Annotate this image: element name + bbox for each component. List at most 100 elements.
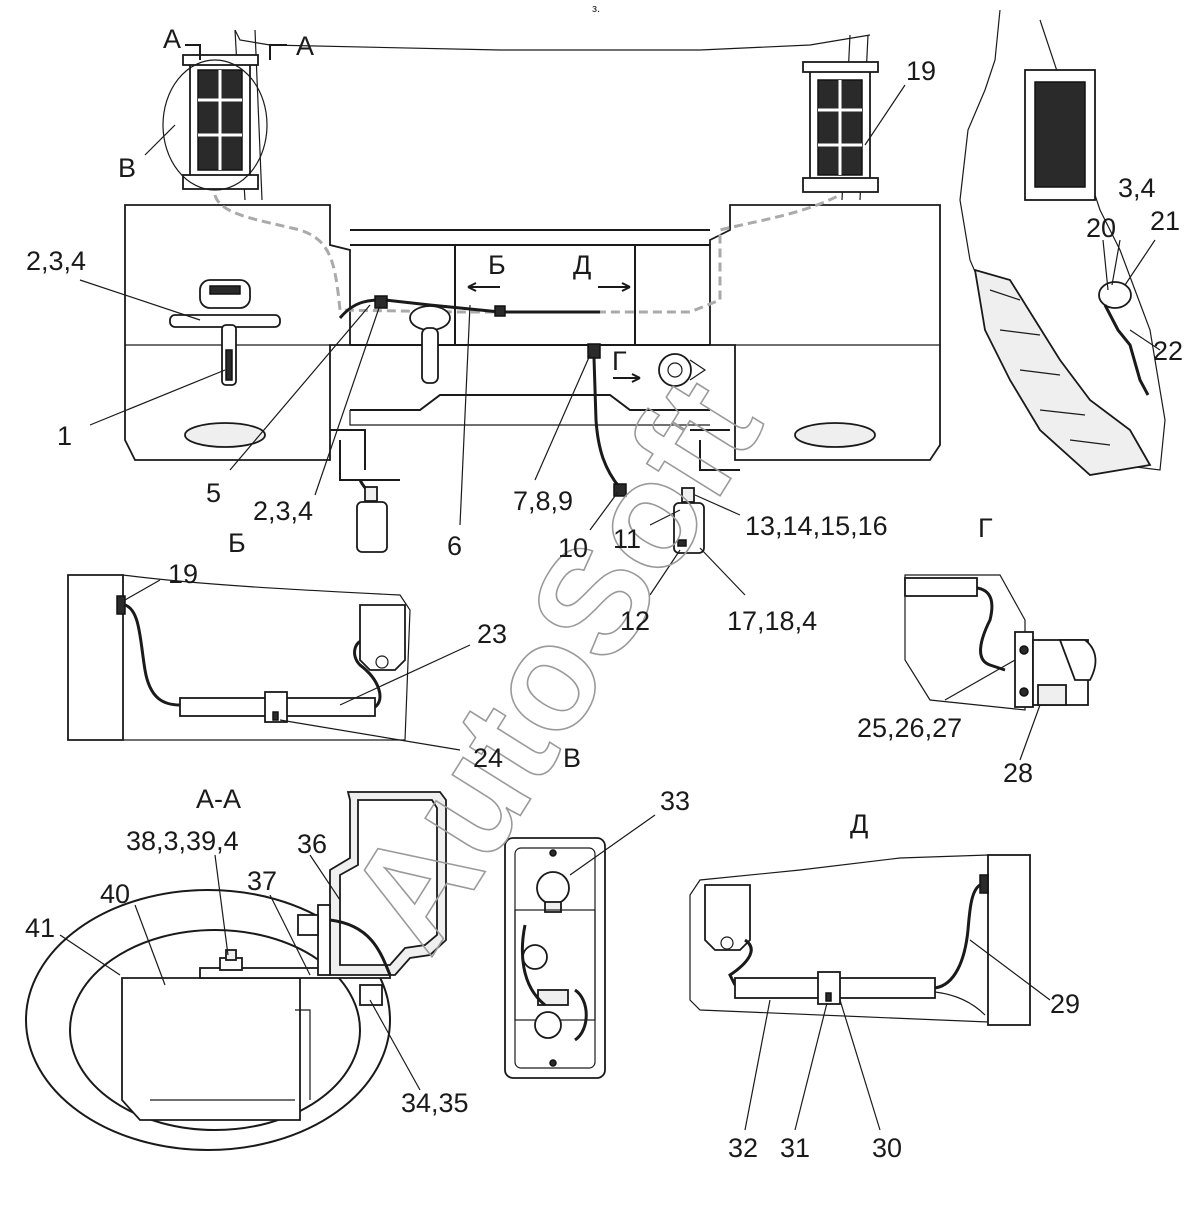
leader-20 xyxy=(1102,239,1109,291)
center-hitch xyxy=(409,305,451,384)
main-view xyxy=(79,29,941,596)
view-d xyxy=(689,854,1051,1131)
callout-13-14-15-16: 13,14,15,16 xyxy=(745,511,888,541)
callout-5: 5 xyxy=(206,478,221,508)
leader-32 xyxy=(744,999,771,1131)
view-v-cable-2 xyxy=(353,638,382,709)
side-lamp-21 xyxy=(1098,281,1132,309)
leader-22 xyxy=(1129,329,1161,351)
callout-3-4-side: 3,4 xyxy=(1118,173,1156,203)
callout-37: 37 xyxy=(247,866,277,896)
callout-34-35: 34,35 xyxy=(401,1088,469,1118)
rear-light-right xyxy=(673,487,705,554)
callout-17-18-4: 17,18,4 xyxy=(727,606,817,636)
leader-41 xyxy=(59,934,121,976)
section-a-right-label: А xyxy=(296,31,314,61)
callout-31: 31 xyxy=(780,1133,810,1163)
lamp-33-bulb-mid xyxy=(522,944,548,970)
leader-11 xyxy=(649,509,681,526)
leader-1 xyxy=(89,369,226,426)
cable-route xyxy=(213,193,841,314)
lamp-33-bulb-top xyxy=(536,871,570,905)
callout-19-top: 19 xyxy=(906,56,936,86)
bracket-right xyxy=(690,429,740,471)
callout-24: 24 xyxy=(473,743,503,773)
leader-29 xyxy=(969,939,1051,1001)
section-a-a xyxy=(25,791,447,1151)
view-b-title: Б xyxy=(228,528,246,558)
work-lamp-right xyxy=(802,61,879,193)
callout-1: 1 xyxy=(57,421,72,451)
leader-38 xyxy=(214,854,229,956)
view-d-title: Д xyxy=(850,809,868,839)
cable-7-8-9 xyxy=(592,357,622,489)
detail-circle-v xyxy=(162,59,268,191)
leader-13 xyxy=(694,494,741,516)
callout-33: 33 xyxy=(660,786,690,816)
callout-40: 40 xyxy=(100,879,130,909)
leader-19-b xyxy=(124,579,161,601)
top-mark: з. xyxy=(592,3,600,15)
view-g-outline xyxy=(904,574,1026,711)
callout-41: 41 xyxy=(25,913,55,943)
section-aa-outer-ring xyxy=(25,889,391,1151)
callout-21: 21 xyxy=(1150,206,1180,236)
leader-19-top xyxy=(864,84,906,146)
arrow-b xyxy=(467,282,500,292)
callout-30: 30 xyxy=(872,1133,902,1163)
callout-20: 20 xyxy=(1086,213,1116,243)
leader-31 xyxy=(794,1002,828,1131)
tyre-tread xyxy=(973,268,1152,476)
cab-outline xyxy=(234,29,871,51)
callout-38-3-39-4: 38,3,39,4 xyxy=(126,826,239,856)
leader-24 xyxy=(279,719,461,751)
view-g xyxy=(904,574,1097,761)
callout-22: 22 xyxy=(1153,336,1183,366)
leader-7-8-9 xyxy=(534,354,591,481)
view-v-cable xyxy=(124,603,181,707)
work-lamp-left xyxy=(182,54,259,190)
leader-6 xyxy=(459,304,471,526)
leader-21 xyxy=(1124,239,1156,286)
fender-left-hole xyxy=(184,422,266,448)
view-d-plate xyxy=(987,854,1031,1026)
callout-6: 6 xyxy=(447,531,462,561)
fender-left xyxy=(124,204,351,461)
callout-7-8-9: 7,8,9 xyxy=(513,486,573,516)
fender-right-hole xyxy=(794,422,876,448)
section-aa-cable xyxy=(329,918,392,976)
leader-34-35 xyxy=(369,999,421,1091)
view-d-clamp-31 xyxy=(817,971,841,1005)
view-g-cable xyxy=(976,586,1006,672)
leader-23 xyxy=(339,644,471,706)
callout-25-26-27: 25,26,27 xyxy=(857,713,962,743)
lamp-33 xyxy=(504,814,656,1079)
section-aa-inner-ring xyxy=(69,929,361,1131)
arrow-g xyxy=(613,373,641,383)
callout-2-3-4-b: 2,3,4 xyxy=(253,496,313,526)
view-v-title: В xyxy=(563,743,581,773)
section-aa-title: А-А xyxy=(196,784,241,814)
leader-v xyxy=(144,124,176,156)
view-v xyxy=(67,574,471,751)
lamp-33-housing xyxy=(504,837,606,1079)
view-d-screw-30 xyxy=(825,992,832,1002)
view-g-marker: Г xyxy=(612,346,627,376)
cable-6 xyxy=(338,298,600,319)
view-d-cable-29 xyxy=(934,883,981,990)
view-b-marker: Б xyxy=(488,250,506,280)
leader-36 xyxy=(309,854,341,901)
view-v-plate xyxy=(67,574,124,741)
tyre-lugs xyxy=(989,289,1111,446)
lamp-33-wires xyxy=(520,924,588,1042)
leader-3-4-top xyxy=(1111,239,1121,286)
view-v-marker: В xyxy=(118,153,136,183)
view-v-lamp xyxy=(359,604,406,671)
rear-frame-bottom xyxy=(349,410,710,426)
section-aa-lamp-40 xyxy=(121,977,301,1121)
view-v-outline xyxy=(122,574,411,741)
leader-17 xyxy=(699,547,746,596)
view-d-lamp xyxy=(704,884,751,951)
callout-32: 32 xyxy=(728,1133,758,1163)
